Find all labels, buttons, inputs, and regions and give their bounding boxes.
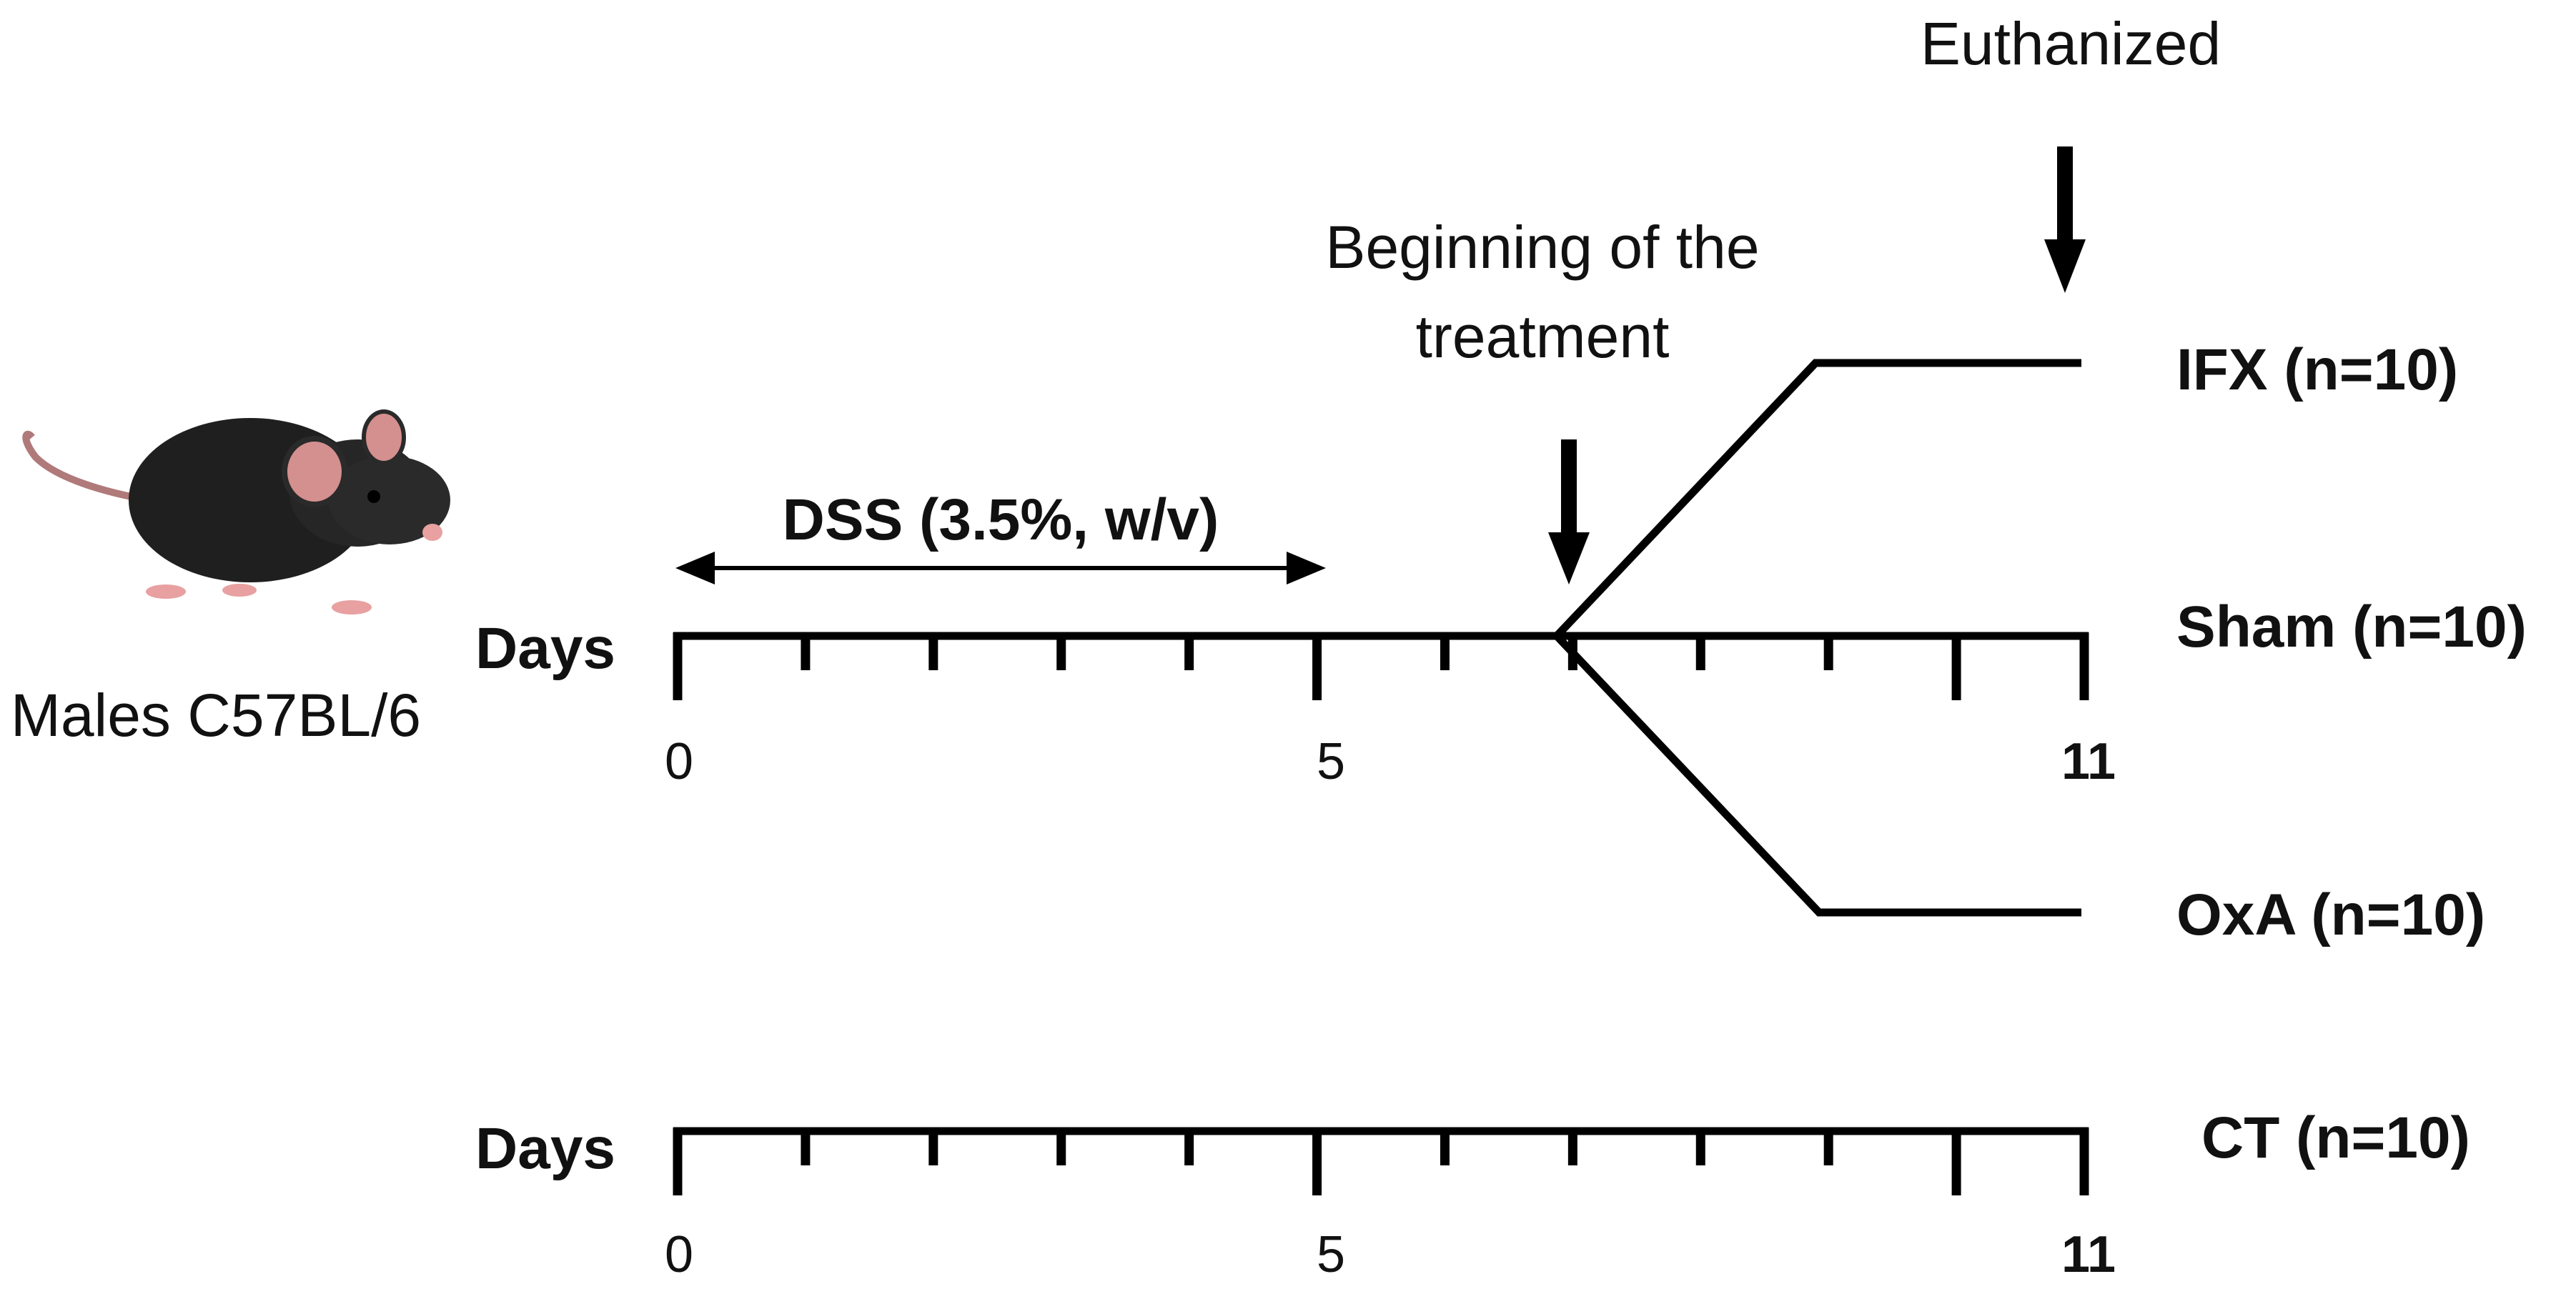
subject-label: Males C57BL/6 [11,682,421,749]
euthanized-arrow [2044,146,2086,293]
tick-label-0-bottom: 0 [665,1226,693,1283]
treatment-arrow [1548,439,1590,584]
treatment-label-line1: Beginning of the [1325,214,1759,281]
ifx-branch-line [1554,359,2081,639]
tick-label-0-top: 0 [665,733,693,790]
treatment-label-line2: treatment [1416,303,1670,370]
dss-label: DSS (3.5%, w/v) [783,487,1219,552]
mouse-image [22,409,450,614]
oxa-branch-line [1554,633,2081,917]
timeline-top [673,632,2089,700]
group-label-oxa: OxA (n=10) [2176,882,2485,947]
days-label-top: Days [475,616,615,681]
timeline-bottom [673,1127,2089,1195]
group-label-sham: Sham (n=10) [2176,594,2527,660]
tick-label-5-bottom: 5 [1317,1226,1345,1283]
group-label-ifx: IFX (n=10) [2176,337,2458,402]
group-label-ct: CT (n=10) [2201,1105,2470,1170]
days-label-bottom: Days [475,1116,615,1181]
tick-label-5-top: 5 [1317,733,1345,790]
tick-label-11-bottom: 11 [2061,1226,2116,1283]
tick-label-11-top: 11 [2061,733,2116,790]
euthanized-label: Euthanized [1921,10,2221,77]
dss-double-arrow [675,552,1326,584]
